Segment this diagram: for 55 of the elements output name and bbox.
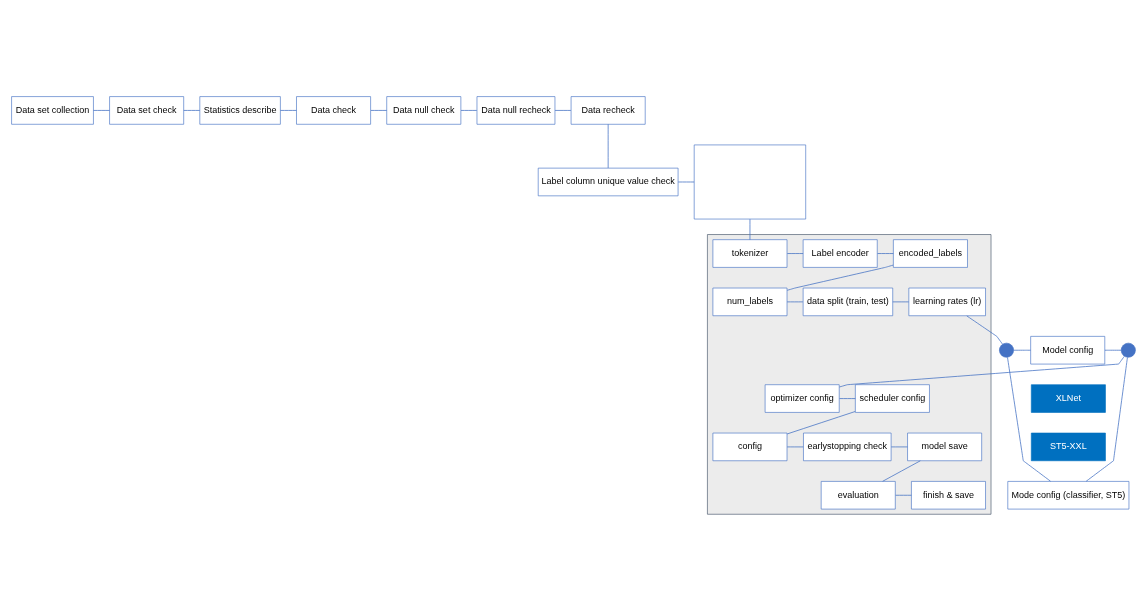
connector [554, 110, 572, 111]
connector [882, 460, 921, 482]
node-box: scheduler config [855, 384, 930, 413]
connector [460, 110, 478, 111]
node-box: finish & save [911, 481, 986, 510]
node-box: ST5-XXL [1031, 432, 1106, 462]
connector [183, 110, 201, 111]
connector [877, 253, 894, 254]
connector [1007, 357, 1051, 482]
connector [786, 264, 894, 291]
connector [786, 411, 856, 435]
node-box [693, 144, 807, 220]
node-box: Data set check [109, 96, 184, 125]
connector [895, 494, 912, 496]
node-box: config [712, 432, 788, 462]
node-box: Data set collection [11, 96, 94, 125]
connector [839, 398, 856, 399]
node-box: model save [907, 432, 982, 462]
node-box: learning rates (lr) [908, 287, 986, 317]
node-box: data split (train, test) [802, 287, 894, 317]
node-box: tokenizer [712, 239, 788, 268]
node-box: Data check [296, 96, 371, 125]
connector [1013, 349, 1032, 351]
node-box: Data null recheck [476, 96, 556, 125]
connector [1104, 349, 1122, 351]
connector [749, 218, 751, 241]
connector [370, 110, 388, 111]
node-box: Data recheck [570, 96, 646, 125]
node-box: Label encoder [802, 239, 878, 268]
node-box: earlystopping check [803, 432, 892, 462]
connector [93, 110, 110, 111]
connector [892, 301, 910, 303]
connector [786, 253, 804, 254]
node-box: Label column unique value check [537, 167, 679, 197]
node-box: encoded_labels [893, 239, 968, 268]
node-box: Model config [1030, 336, 1106, 365]
node-box: evaluation [820, 481, 896, 510]
connector [607, 123, 609, 169]
connector [1085, 357, 1128, 482]
connector [786, 301, 804, 303]
cluster [707, 234, 992, 515]
node-circle [999, 342, 1014, 358]
node-box: Statistics describe [199, 96, 281, 125]
connector [786, 446, 804, 448]
node-box: Mode config (classifier, ST5) [1007, 481, 1130, 510]
connector [890, 446, 908, 448]
connector [839, 355, 1125, 388]
node-box: num_labels [712, 287, 788, 317]
node-box: optimizer config [764, 384, 840, 413]
connector [280, 110, 297, 111]
connector [966, 315, 1003, 345]
node-circle [1120, 342, 1136, 358]
node-box: Data null check [386, 96, 462, 125]
node-box: XLNet [1031, 384, 1106, 413]
connector [677, 181, 695, 183]
